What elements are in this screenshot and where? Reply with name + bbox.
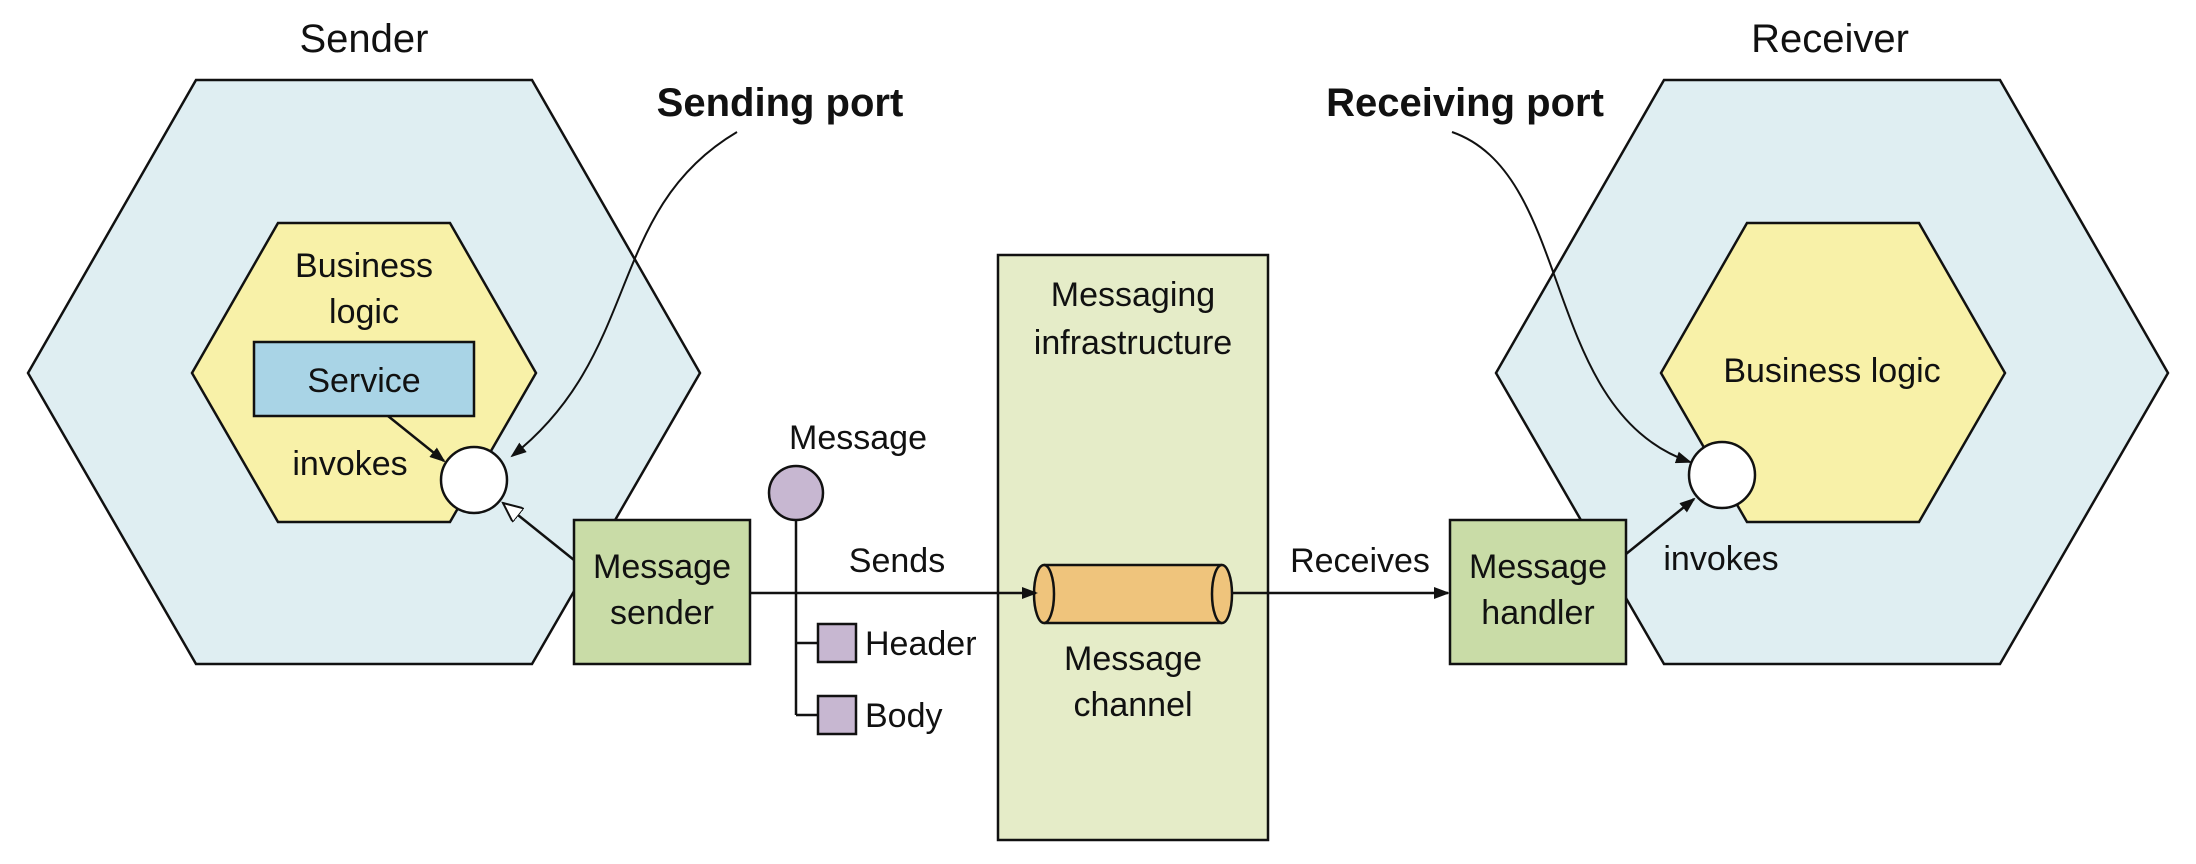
sender-title: Sender [300, 17, 429, 61]
messaging-infrastructure-box [996, 253, 1270, 842]
sender-implements-port-arrow [503, 503, 575, 561]
service-label: Service [307, 362, 420, 400]
message-channel-label-line1: Message [1064, 640, 1202, 678]
receives-label: Receives [1290, 542, 1430, 580]
message-handler-label-line1: Message [1469, 548, 1607, 586]
message-circle [767, 464, 825, 522]
service-invokes-arrow [387, 415, 446, 463]
message-sender-box [572, 518, 752, 666]
receiving-port-callout-line [1451, 131, 1692, 464]
infrastructure-label-line2: infrastructure [1034, 324, 1232, 362]
header-label: Header [865, 625, 977, 663]
handler-invokes-arrow [1625, 497, 1696, 555]
receiver-business-logic-hexagon [1659, 221, 2007, 524]
header-box [816, 622, 858, 664]
message-sender-label-line2: sender [610, 594, 714, 632]
receiving-port-label: Receiving port [1326, 81, 1604, 125]
receiver-title: Receiver [1751, 17, 1909, 61]
body-label: Body [865, 697, 943, 735]
service-box [252, 340, 476, 418]
body-box [816, 694, 858, 736]
receiver-invokes-label: invokes [1663, 540, 1778, 578]
message-channel-label-line2: channel [1073, 686, 1192, 724]
sending-port-callout-line [510, 131, 738, 458]
sender-invokes-label: invokes [292, 445, 407, 483]
message-structure [767, 464, 858, 736]
sending-port-label: Sending port [657, 81, 904, 125]
sends-label: Sends [849, 542, 945, 580]
message-handler-label-line2: handler [1481, 594, 1594, 632]
sending-port-circle [439, 445, 509, 515]
receiving-port-circle [1687, 440, 1757, 510]
receiver-business-logic-label: Business logic [1723, 352, 1940, 390]
infrastructure-label-line1: Messaging [1051, 276, 1215, 314]
sender-business-logic-label-line2: logic [329, 293, 399, 331]
message-channel-cylinder [1032, 563, 1234, 625]
message-handler-box [1448, 518, 1628, 666]
message-label: Message [789, 419, 927, 457]
sender-business-logic-label-line1: Business [295, 247, 433, 285]
message-sender-label-line1: Message [593, 548, 731, 586]
